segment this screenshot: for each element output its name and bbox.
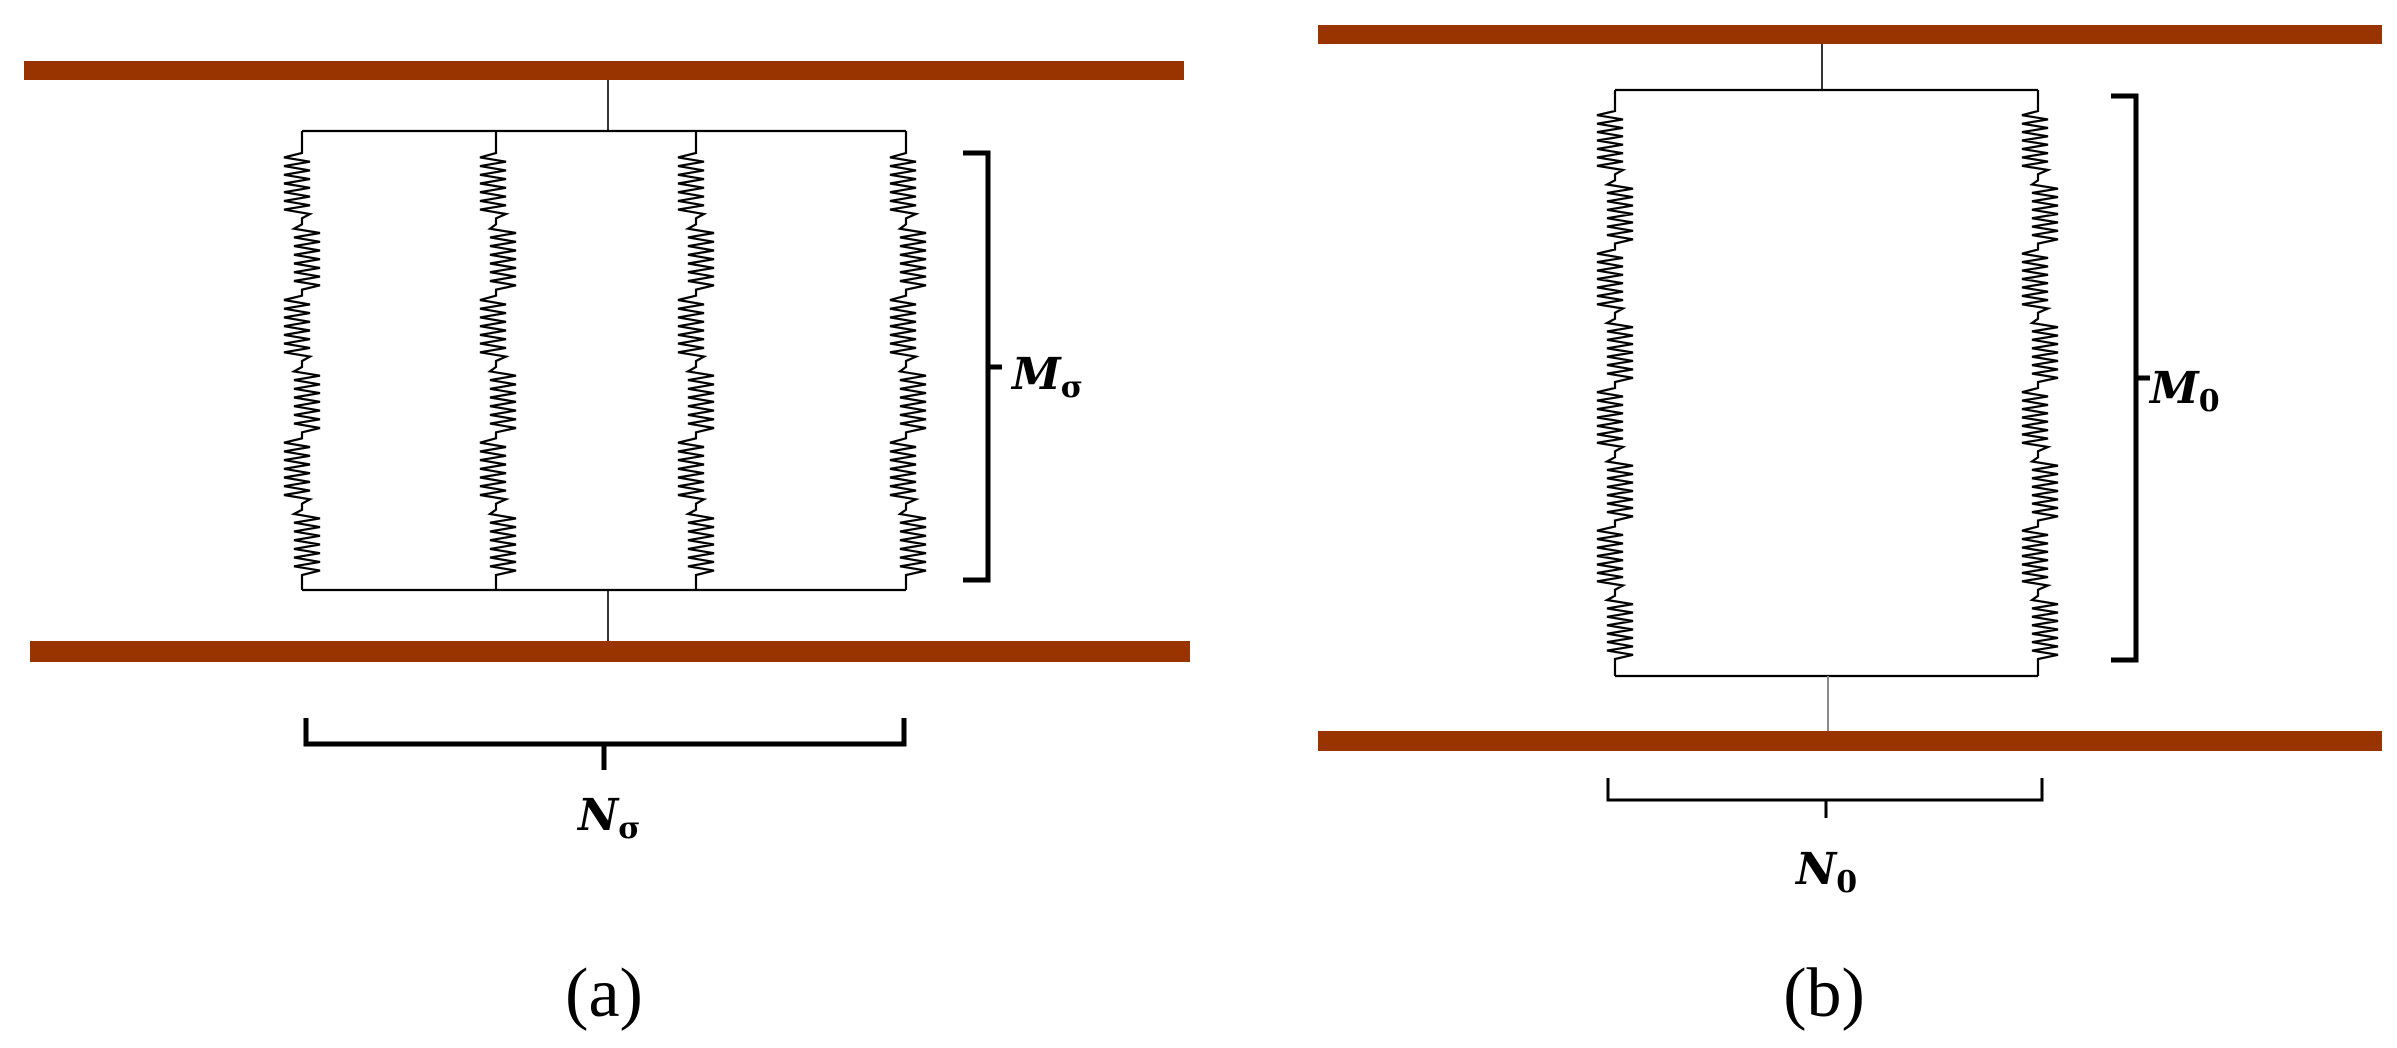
m-zero-subscript: 0 [2199, 384, 2220, 419]
n-zero-subscript: 0 [1836, 865, 1857, 900]
n-brace-b [1606, 778, 2044, 818]
n-sigma-subscript: σ [618, 811, 640, 846]
spring-chain-a-3 [677, 131, 715, 590]
top-plate-b [1318, 25, 2382, 44]
bottom-plate-b [1318, 731, 2382, 751]
n-sigma-label: Nσ [576, 790, 640, 846]
spring-chain-b-2 [2021, 90, 2059, 676]
m-sigma-subscript: σ [1061, 370, 1083, 405]
m-brace-a [963, 150, 1002, 583]
spring-chain-b-1 [1596, 90, 1634, 676]
m-zero-label: M0 [2148, 363, 2220, 419]
n-zero-symbol: N [1794, 844, 1838, 895]
n-zero-label: N0 [1794, 844, 1857, 900]
bottom-plate-a [30, 641, 1190, 662]
m-brace-b [2111, 93, 2150, 663]
n-brace-a [303, 718, 907, 770]
caption-b: (b) [1783, 955, 1865, 1032]
n-sigma-symbol: N [576, 790, 620, 841]
spring-chains-a [283, 131, 927, 590]
panel-b: M0 N0 (b) [1318, 25, 2382, 1032]
spring-chain-a-1 [283, 131, 321, 590]
panel-a: Mσ Nσ (a) [24, 61, 1190, 1032]
caption-a: (a) [565, 955, 643, 1032]
spring-chain-a-2 [479, 131, 517, 590]
m-sigma-label: Mσ [1010, 349, 1083, 405]
spring-chains-b [1596, 90, 2059, 676]
m-zero-symbol: M [2148, 363, 2200, 414]
spring-chain-a-4 [889, 131, 927, 590]
m-sigma-symbol: M [1010, 349, 1062, 400]
top-plate-a [24, 61, 1184, 80]
